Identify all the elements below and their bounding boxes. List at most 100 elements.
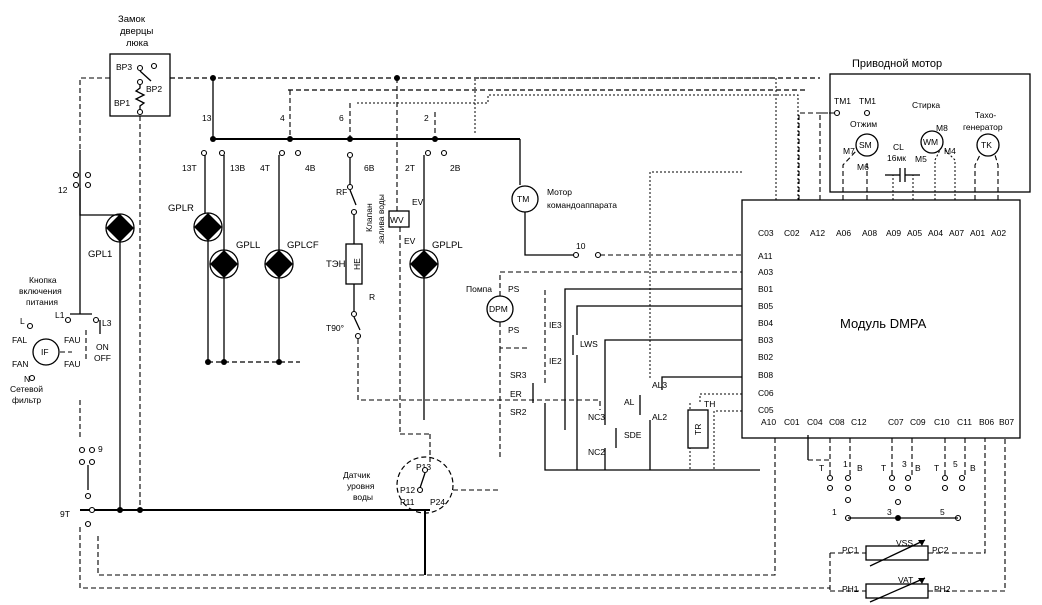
lamp-gplcf-icon [264,249,294,279]
selector-n1: 1 [843,459,848,469]
contact-13b: 13B [230,163,245,173]
level-sensor-label-1: Датчик [343,470,370,480]
sensor-al2: AL2 [652,412,667,422]
door-lock-title-2: дверцы [120,26,153,37]
lamp-gpl1-icon [105,213,135,243]
filter-fal: FAL [12,335,27,345]
drive-motor-wm: WM [923,137,938,147]
sensor-er: ER [510,389,522,399]
door-lock: Замок дверцы люка BP3 BP2 BP1 [109,14,171,117]
program-switch: 13 4 6 2 13T 13B 4T 4B 6B 2T 2B [170,75,820,173]
contact-9: 9 [98,444,103,454]
tachogenerator-icon [976,133,1000,157]
pin-bottom-5: C07 [888,417,904,427]
heater-t90: T90° [326,323,344,333]
wash-motor-icon [920,130,944,154]
dmpa-module-box [741,199,1021,439]
filter-label-2: фильтр [12,395,41,405]
lamp-gplpl-label: GPLPL [432,240,463,251]
spin-motor-icon [855,133,879,157]
pump-dpm: DPM [489,304,508,314]
pin-bottom-9: B06 [979,417,994,427]
drive-motor-cl: CL [893,142,904,152]
pin-left-5: B03 [758,335,773,345]
pot-ph1: PH1 [842,584,859,594]
drive-motor-wash: Стирка [912,100,940,110]
drive-motor-tacho-2: генератор [963,122,1003,132]
contact-4: 4 [280,113,285,123]
lamp-gpll-icon [209,249,239,279]
drive-motor: Приводной мотор TM1 TM1 Отжим Стирка Тах… [829,58,1031,193]
sensor-lws: LWS [580,339,598,349]
timer-motor-tm: TM [517,194,529,204]
program-selectors: T 1 B 1 T 3 B 3 T 5 B 5 [807,435,976,522]
pin-top-5: A09 [886,228,901,238]
pin-bottom-2: C04 [807,417,823,427]
power-button-title-1: Кнопка [29,275,57,285]
drive-motor-cap: 16мк [887,153,906,163]
pump-ps1: PS [508,284,520,294]
pin-top-2: A12 [810,228,825,238]
pin-left-2: B01 [758,284,773,294]
lamp-gpl1-label: GPL1 [88,249,112,260]
water-valve-label-2: залива воды [376,194,386,244]
potentiometers: VSS PC1 PC2 VAT PH1 PH2 [829,438,1006,603]
level-sensor-p13: P13 [416,462,431,472]
drain-pump: Помпа PS DPM PS [466,271,742,460]
selector-t1: T [819,463,824,473]
pump-label: Помпа [466,284,492,294]
sensor-sr2: SR2 [510,407,527,417]
timer-motor-label-1: Мотор [547,187,572,197]
lamp-gpll-label: GPLL [236,240,260,251]
pot-pc2: PC2 [932,545,949,555]
drive-motor-sm: SM [859,140,872,150]
contact-6: 6 [339,113,344,123]
indicator-lamps: GPL1 GPLR GPLL GPLCF GPLPL [88,155,463,510]
contact-2t: 2T [405,163,415,173]
drive-motor-tacho-1: Тахо- [975,110,996,120]
pin-left-6: B02 [758,352,773,362]
water-valve-label-1: Клапан [364,203,374,232]
thermistor-icon [687,409,709,449]
motor-to-module-wires [355,77,999,200]
door-lock-title-3: люка [126,38,149,49]
drive-motor-spin: Отжим [850,119,877,129]
pin-top-7: A04 [928,228,943,238]
sensor-tr: TR [693,424,703,435]
sensor-th: TH [704,399,715,409]
drive-motor-tk: TK [981,140,992,150]
power-button-l1: L1 [55,310,65,320]
drive-motor-m8: M8 [936,123,948,133]
selector-c1: 1 [832,507,837,517]
drive-motor-title: Приводной мотор [852,58,942,70]
filter-label-1: Сетевой [10,384,43,394]
lamp-gplcf-label: GPLCF [287,240,319,251]
contact-10: 10 [576,241,586,251]
sensor-al: AL [624,397,635,407]
pin-left-7: B08 [758,370,773,380]
pin-left-3: B05 [758,301,773,311]
sensor-sr3: SR3 [510,370,527,380]
selector-c3: 3 [887,507,892,517]
selector-b5: B [970,463,976,473]
left-rails: 12 9 9T [58,77,830,589]
lamp-gplpl-icon [409,249,439,279]
sensor-nc2: NC2 [588,447,605,457]
contact-13t: 13T [182,163,197,173]
water-valve-wv: WV [390,215,404,225]
door-lock-bp2: BP2 [146,84,162,94]
selector-t5: T [934,463,939,473]
mains-filter-icon [32,338,60,366]
pin-top-10: A02 [991,228,1006,238]
contact-2: 2 [424,113,429,123]
pin-top-0: C03 [758,228,774,238]
door-lock-bp3: BP3 [116,62,132,72]
pin-top-1: C02 [784,228,800,238]
pin-left-1: A03 [758,267,773,277]
contact-6b: 6B [364,163,375,173]
heater-he: HE [352,258,362,270]
drive-motor-m4: M4 [944,146,956,156]
contact-9t: 9T [60,509,70,519]
contact-4t: 4T [260,163,270,173]
filter-fau-1: FAU [64,335,81,345]
